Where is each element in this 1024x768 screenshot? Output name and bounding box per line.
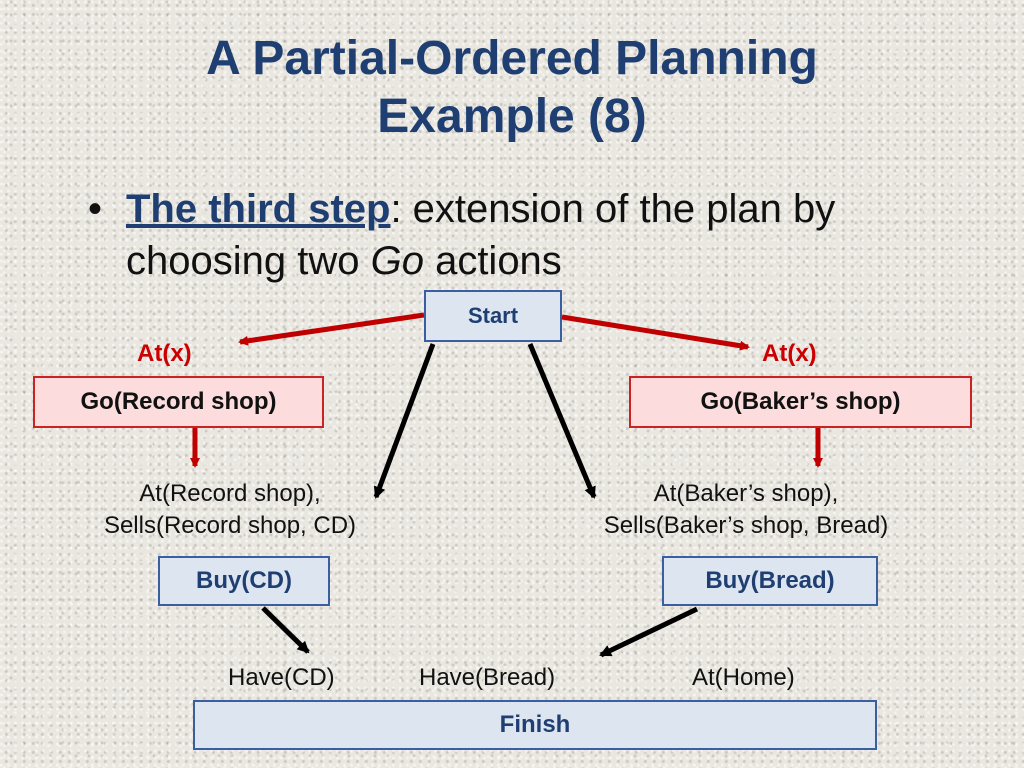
start-node: Start: [424, 290, 562, 342]
arrow-buy-cd-to-goal: [261, 606, 310, 654]
title-line-1: A Partial-Ordered Planning: [206, 32, 818, 85]
buy-cd-node: Buy(CD): [158, 556, 330, 606]
right-effects: At(Baker’s shop), Sells(Baker’s shop, Br…: [560, 478, 932, 542]
bullet-dot-icon: •: [88, 187, 103, 231]
title-line-2: Example (8): [377, 90, 647, 143]
go-left-label: Go(Record shop): [80, 388, 277, 415]
right-effects-line-1: At(Baker’s shop),: [653, 480, 839, 507]
arrow-start-to-right-atx: [561, 314, 750, 351]
start-label: Start: [467, 303, 519, 328]
left-effects: At(Record shop), Sells(Record shop, CD): [60, 478, 400, 542]
left-effects-line-2: Sells(Record shop, CD): [103, 512, 357, 539]
bullet-point: • The third step: extension of the plan …: [88, 183, 968, 287]
finish-node: Finish: [193, 700, 877, 750]
arrow-buy-bread-to-goal: [599, 606, 699, 658]
bullet-line2-post: actions: [423, 239, 562, 283]
bullet-lead: The third step: [126, 187, 391, 231]
go-record-shop-node: Go(Record shop): [33, 376, 324, 428]
bullet-text: The third step: extension of the plan by…: [126, 183, 968, 287]
slide-title: A Partial-Ordered Planning Example (8): [0, 30, 1024, 146]
arrow-start-to-right-effects: [527, 343, 597, 499]
bullet-italic: Go: [370, 239, 424, 283]
buy-bread-label: Buy(Bread): [705, 567, 835, 594]
goal-have-cd: Have(CD): [228, 664, 335, 691]
go-bakers-shop-node: Go(Baker’s shop): [629, 376, 972, 428]
right-effects-line-2: Sells(Baker’s shop, Bread): [603, 512, 889, 539]
buy-bread-node: Buy(Bread): [662, 556, 878, 606]
left-precondition: At(x): [137, 340, 192, 367]
goal-have-bread: Have(Bread): [419, 664, 556, 691]
arrow-start-to-left-effects: [373, 343, 436, 499]
bullet-line2-pre: choosing two: [126, 239, 371, 283]
buy-cd-label: Buy(CD): [196, 567, 292, 594]
go-right-label: Go(Baker’s shop): [700, 388, 901, 415]
right-precondition: At(x): [762, 340, 817, 367]
finish-label: Finish: [499, 711, 571, 738]
bullet-rest: : extension of the plan by: [390, 187, 836, 231]
left-effects-line-1: At(Record shop),: [139, 480, 321, 507]
arrow-start-to-left-atx: [238, 312, 425, 346]
goal-at-home: At(Home): [692, 664, 795, 691]
